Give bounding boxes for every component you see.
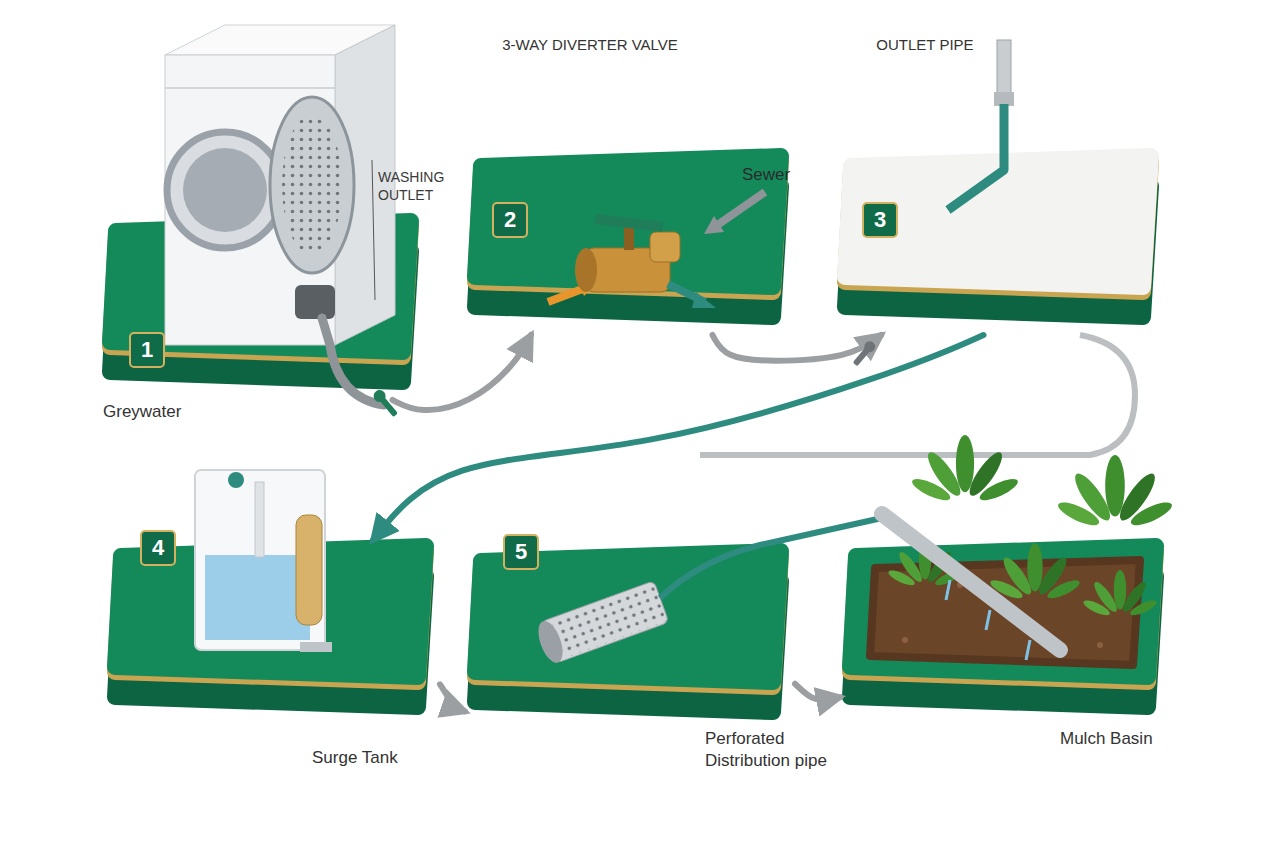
- tile-platform: [465, 545, 795, 730]
- washing-machine: [165, 25, 395, 405]
- sewer-arrow: [716, 192, 765, 226]
- tank-filter: [296, 515, 322, 625]
- inflow-arrow: [548, 288, 585, 302]
- outlet-hose: [948, 104, 1004, 210]
- callout-number: 4: [140, 530, 176, 566]
- pipe-elbow: [994, 92, 1014, 106]
- pipe-stub: [997, 40, 1011, 102]
- leader-line: [372, 160, 375, 300]
- drain-hose: [322, 318, 384, 405]
- flow-connector: [373, 335, 984, 540]
- valve-body: [585, 248, 670, 292]
- sewer-arrow-head: [704, 216, 724, 234]
- tile-platform: [105, 540, 440, 725]
- callout-number: 3: [862, 202, 898, 238]
- flow-connector: [795, 684, 840, 700]
- inflow-arrow-head: [578, 280, 596, 296]
- machine-door: [167, 132, 283, 248]
- plant: [1082, 570, 1159, 618]
- callout-number: 5: [503, 534, 539, 570]
- step-label: Surge Tank: [312, 747, 442, 769]
- plant: [1055, 455, 1174, 530]
- pipe-body: [541, 581, 669, 663]
- tile-platform: [840, 540, 1170, 725]
- mulch-chip: [997, 597, 1003, 603]
- water-drop: [946, 580, 950, 600]
- process-tile: 4Surge Tank: [105, 540, 440, 725]
- water-drop: [986, 610, 990, 630]
- mulch-chip: [1097, 642, 1103, 648]
- step-label: Mulch Basin: [1060, 728, 1190, 750]
- flow-label: Sewer: [742, 164, 822, 186]
- drum-cutaway: [270, 97, 354, 273]
- wrench-head: [862, 339, 877, 354]
- perforated-pipe: [534, 581, 669, 666]
- wrench-icon: [851, 339, 878, 368]
- tank-outlet: [300, 642, 332, 652]
- valve-port: [575, 248, 597, 292]
- surge-tank: [195, 470, 332, 652]
- flow-connector: [393, 335, 532, 410]
- outflow-arrow: [668, 284, 705, 302]
- tank-shell: [195, 470, 325, 650]
- step-label: Perforated Distribution pipe: [705, 728, 855, 772]
- valve-stem: [624, 226, 634, 250]
- feed-line: [660, 518, 882, 598]
- step-heading: OUTLET PIPE: [845, 36, 1005, 54]
- callout-number: 2: [492, 202, 528, 238]
- process-tile: 5Perforated Distribution pipe: [465, 545, 795, 730]
- valve-port: [650, 232, 680, 262]
- mulch-soil: [870, 560, 1140, 665]
- drain-pump: [295, 285, 335, 319]
- callout-number: 1: [129, 332, 165, 368]
- tile-face: [475, 156, 781, 287]
- step-heading: 3-WAY DIVERTER VALVE: [465, 36, 715, 54]
- process-tile: OUTLET PIPE3: [835, 150, 1165, 335]
- tile-face: [850, 546, 1156, 677]
- mulch-basin: [870, 435, 1175, 665]
- process-tile: 1Greywater: [100, 215, 425, 400]
- door-glass: [183, 148, 267, 232]
- pipe-holes: [551, 583, 666, 658]
- tank-inlet: [255, 482, 264, 557]
- mulch-chip: [957, 582, 963, 588]
- wrench-handle: [378, 395, 398, 417]
- tank-water: [205, 555, 310, 640]
- diverter-valve: [548, 192, 765, 308]
- flow-connector: [713, 335, 882, 361]
- outflow-arrow-head: [692, 292, 716, 308]
- plant: [887, 540, 964, 588]
- machine-top: [165, 25, 395, 55]
- pipe-end: [534, 618, 568, 666]
- tile-face: [845, 156, 1151, 287]
- part-callout: WASHING OUTLET: [378, 168, 468, 204]
- distribution-pipe: [882, 514, 1060, 650]
- wrench-icon: [371, 388, 400, 419]
- tank-float: [228, 472, 244, 488]
- flow-connector: [440, 684, 465, 711]
- tile-platform: [835, 150, 1165, 335]
- machine-front: [165, 55, 335, 345]
- process-tile: Mulch Basin: [840, 540, 1170, 725]
- drum-holes: [282, 115, 342, 255]
- wrench-handle: [853, 346, 872, 367]
- plant: [988, 543, 1082, 602]
- plant: [910, 435, 1021, 504]
- step-label: Greywater: [103, 401, 253, 423]
- control-panel-line: [165, 87, 335, 89]
- tile-face: [475, 551, 781, 682]
- valve-handle: [594, 214, 664, 232]
- water-drop: [1026, 640, 1030, 660]
- mulch-chip: [902, 637, 908, 643]
- tile-platform: [100, 215, 425, 400]
- return-line: [700, 335, 1135, 455]
- outlet-pipe: [700, 40, 1135, 455]
- wrench-head: [371, 388, 388, 405]
